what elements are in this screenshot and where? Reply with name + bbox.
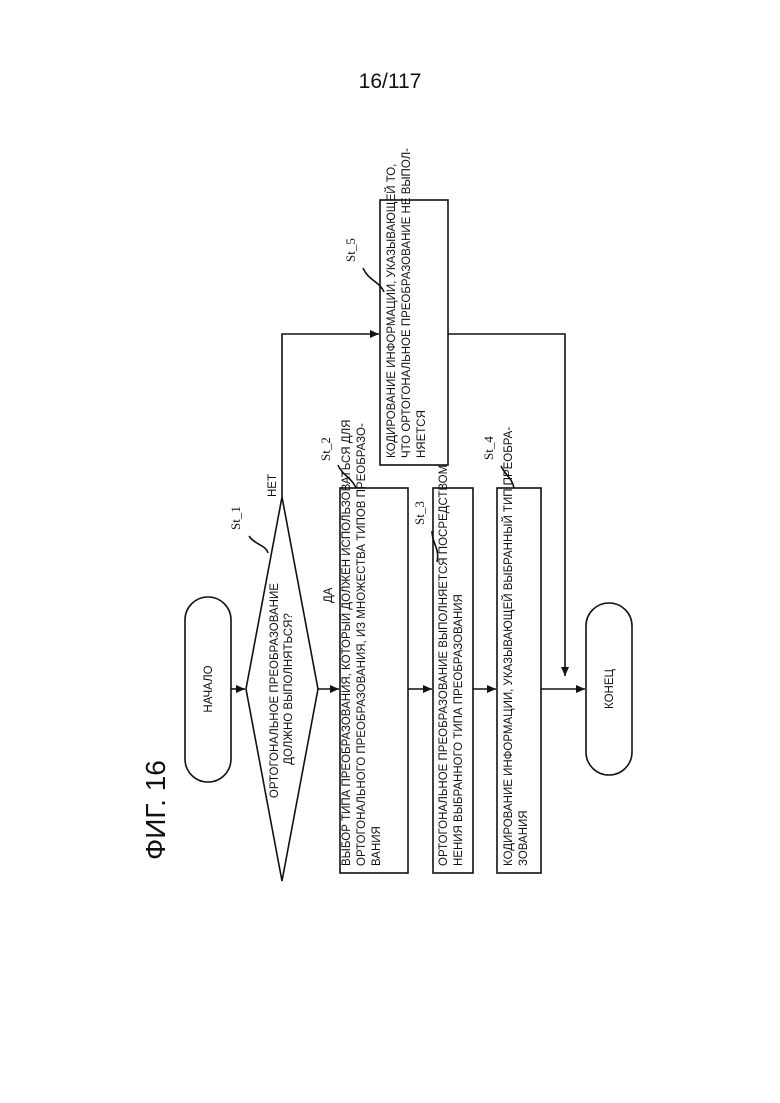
figure-title: ФИГ. 16: [140, 760, 171, 860]
step-label-st1-group: St_1: [228, 506, 268, 553]
step-label-st5: St_5: [343, 238, 358, 262]
start-label: НАЧАЛО: [203, 665, 215, 712]
step-label-st2: St_2: [318, 437, 333, 461]
end-label: КОНЕЦ: [604, 669, 616, 709]
branch-no-label: НЕТ: [267, 474, 279, 497]
step-label-st1: St_1: [228, 506, 243, 530]
decision-diamond: [246, 497, 318, 881]
step-label-st4: St_4: [481, 436, 496, 460]
branch-yes-label: ДА: [323, 587, 335, 603]
step-label-st3: St_3: [412, 501, 427, 525]
step-label-st5-group: St_5: [343, 238, 384, 292]
